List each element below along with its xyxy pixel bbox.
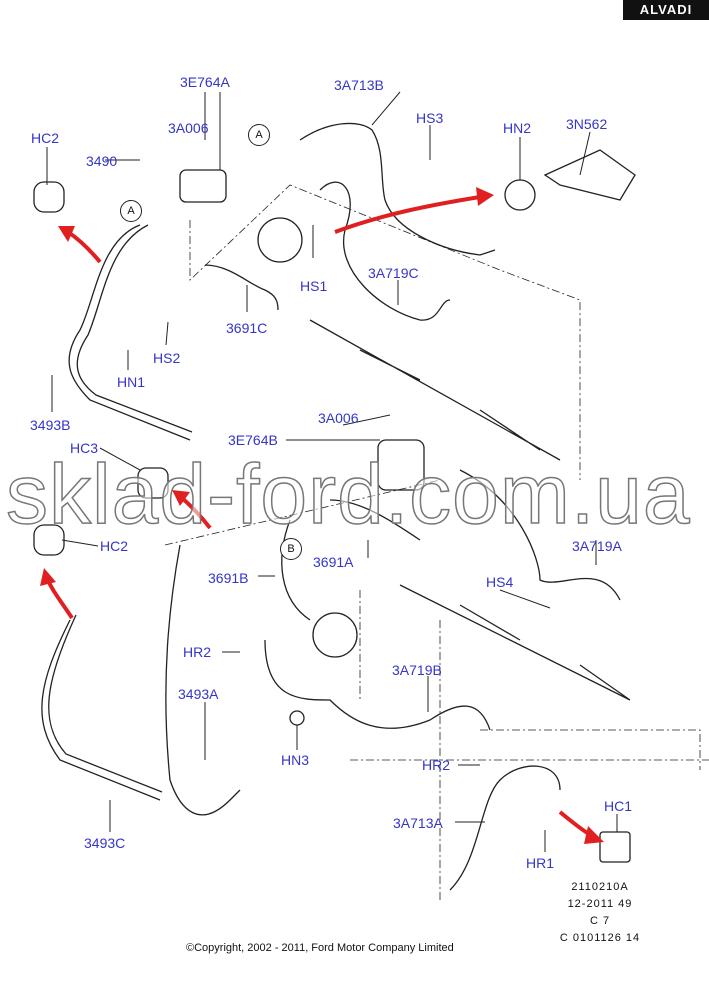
bracket-3N562 [543,149,636,201]
red-arrow [334,195,481,234]
label-HN3: HN3 [281,752,310,768]
label-HC2-lower: HC2 [100,538,129,554]
label-3A719A: 3A719A [572,538,622,554]
hc2-clip-lower [33,524,65,556]
label-3N562: 3N562 [566,116,608,132]
label-HR2: HR2 [183,644,212,660]
hose-3A719A [459,469,621,601]
copyright: ©Copyright, 2002 - 2011, Ford Motor Comp… [186,942,454,954]
hose-3493B [68,224,191,441]
hose-3A719B [264,639,491,731]
hose-3A713B [299,122,496,256]
label-HS1: HS1 [300,278,328,294]
label-HR2-lower: HR2 [422,757,451,773]
diagram-code: 2110210A [571,881,629,893]
hn2-nut [504,179,536,211]
hose-3691B [281,519,311,621]
label-3490: 3490 [86,153,118,169]
label-3A006: 3A006 [168,120,209,136]
label-HC1: HC1 [604,798,633,814]
callout-B: B [280,538,302,560]
reservoir-lower [377,439,425,491]
diagram-code: C 7 [589,915,611,927]
callout-A: A [120,200,142,222]
label-3493C: 3493C [84,835,126,851]
rack-lower [399,584,631,701]
hc2-clip-upper [33,181,65,213]
hc1-clip [599,831,631,863]
label-3691B: 3691B [208,570,249,586]
rack-upper [309,319,561,461]
label-HS2: HS2 [153,350,181,366]
hose-3691A [329,499,421,541]
label-HS4: HS4 [486,574,514,590]
label-3A006-lower: 3A006 [318,410,359,426]
label-HN2: HN2 [503,120,532,136]
label-3493B: 3493B [30,417,71,433]
hose-3493C [41,619,161,801]
label-3A719B: 3A719B [392,662,442,678]
diagram-code: C 0101126 14 [559,932,641,944]
hose-3A713A [449,765,561,891]
label-HC3: HC3 [70,440,99,456]
pump-lower [312,612,358,658]
red-arrow [180,496,212,530]
label-3E764B: 3E764B [228,432,278,448]
label-3691A: 3691A [313,554,354,570]
callout-A: A [248,124,270,146]
diagram-code: 12-2011 49 [567,898,633,910]
hose-3A719C [319,181,451,321]
pump-upper [257,217,303,263]
red-arrow [46,579,74,620]
label-3A719C: 3A719C [368,265,419,281]
label-HR1: HR1 [526,855,555,871]
label-3493A: 3493A [178,686,219,702]
label-HN1: HN1 [117,374,146,390]
reservoir-upper [179,169,227,203]
hc3-clip [137,467,169,499]
label-3A713B: 3A713B [334,77,384,93]
label-HC2: HC2 [31,130,60,146]
label-3E764A: 3E764A [180,74,230,90]
hose-3691C [204,264,279,311]
red-arrow [66,230,102,264]
label-HS3: HS3 [416,110,444,126]
hose-3493A [165,544,241,816]
brand-logo: ALVADI [623,0,709,20]
hn3-nut [289,710,305,726]
label-3A713A: 3A713A [393,815,443,831]
label-3691C: 3691C [226,320,268,336]
